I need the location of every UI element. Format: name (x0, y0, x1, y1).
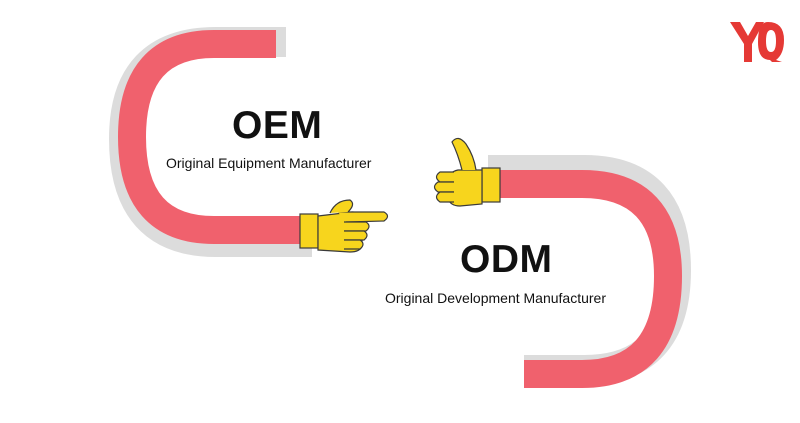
thumbs-up-icon (433, 137, 501, 207)
odm-subtitle: Original Development Manufacturer (385, 290, 606, 306)
pointing-hand-icon (299, 199, 389, 253)
odm-arc (494, 170, 683, 388)
oem-arc (117, 30, 306, 244)
oem-subtitle: Original Equipment Manufacturer (166, 155, 372, 171)
odm-title: ODM (460, 238, 553, 281)
oem-title: OEM (232, 104, 323, 147)
brand-logo-icon (730, 22, 784, 62)
